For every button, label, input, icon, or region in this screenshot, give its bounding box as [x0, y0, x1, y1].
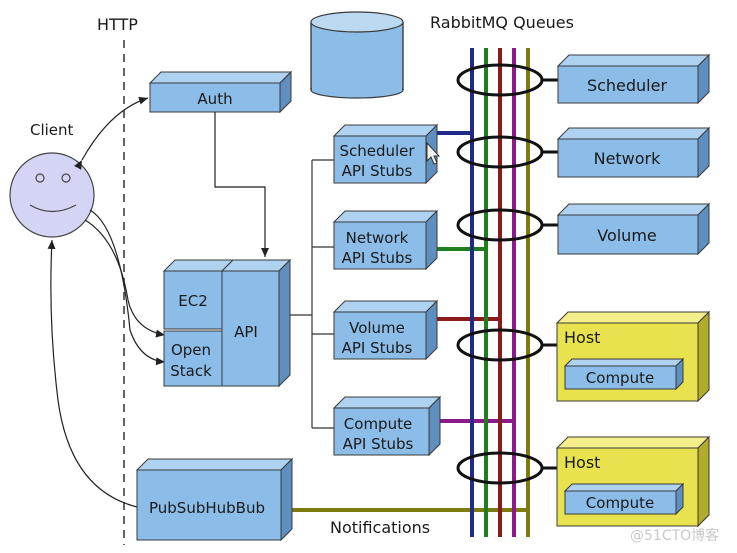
pubsub-label: PubSubHubBub [149, 499, 265, 517]
pubsub-box: PubSubHubBub [135, 457, 294, 542]
stub-volume-line1: Volume [349, 319, 405, 337]
stub-compute-line2: API Stubs [343, 435, 414, 453]
database-icon [310, 11, 404, 99]
pubsub-client-arrow [47, 239, 138, 508]
service-volume-label: Volume [597, 226, 657, 245]
openstack-box: Open Stack [163, 330, 223, 387]
client-openstack-arrow [89, 209, 166, 366]
client-ec2-arrow [84, 219, 166, 338]
stub-volume-line2: API Stubs [342, 339, 413, 357]
host-2-title: Host [564, 453, 600, 472]
client-face-icon [9, 152, 95, 238]
service-box-volume: Volume [556, 202, 711, 256]
ec2-box: EC2 [162, 259, 235, 330]
auth-label: Auth [197, 90, 232, 108]
host-box-1: Host Compute [555, 310, 711, 403]
stub-scheduler-line1: Scheduler [339, 142, 415, 160]
auth-api-arrow [214, 112, 269, 257]
notifications-label: Notifications [330, 518, 430, 537]
host-1-compute-label: Compute [586, 369, 654, 387]
api-stubs-connector [290, 159, 334, 429]
openstack-label-line2: Stack [170, 362, 212, 380]
stub-box-volume: Volume API Stubs [332, 299, 439, 361]
stub-compute-line1: Compute [344, 415, 412, 433]
auth-box: Auth [148, 70, 293, 114]
queue-rings [456, 63, 558, 485]
stub-box-network: Network API Stubs [332, 209, 439, 271]
stub-box-scheduler: Scheduler API Stubs [332, 123, 439, 185]
service-scheduler-label: Scheduler [587, 76, 668, 95]
http-label: HTTP [97, 15, 138, 34]
client-label: Client [30, 121, 74, 139]
host-box-2: Host Compute [555, 435, 711, 528]
client-auth-arrow [74, 96, 149, 170]
stub-box-compute: Compute API Stubs [332, 395, 442, 457]
rabbitmq-bus [470, 48, 530, 537]
host-2-compute-label: Compute [586, 494, 654, 512]
openstack-label-line1: Open [171, 341, 211, 359]
mouse-cursor-icon [426, 141, 441, 165]
api-box: API [220, 258, 292, 388]
host-1-title: Host [564, 328, 600, 347]
service-network-label: Network [594, 149, 662, 168]
stub-network-line1: Network [346, 229, 409, 247]
service-box-network: Network [556, 126, 711, 179]
rabbitmq-label: RabbitMQ Queues [430, 13, 574, 32]
api-label: API [234, 323, 258, 341]
stub-network-line2: API Stubs [342, 249, 413, 267]
watermark-text: @51CTO博客 [630, 527, 719, 544]
stub-scheduler-line2: API Stubs [342, 162, 413, 180]
ec2-label: EC2 [178, 292, 208, 310]
service-box-scheduler: Scheduler [556, 53, 711, 105]
